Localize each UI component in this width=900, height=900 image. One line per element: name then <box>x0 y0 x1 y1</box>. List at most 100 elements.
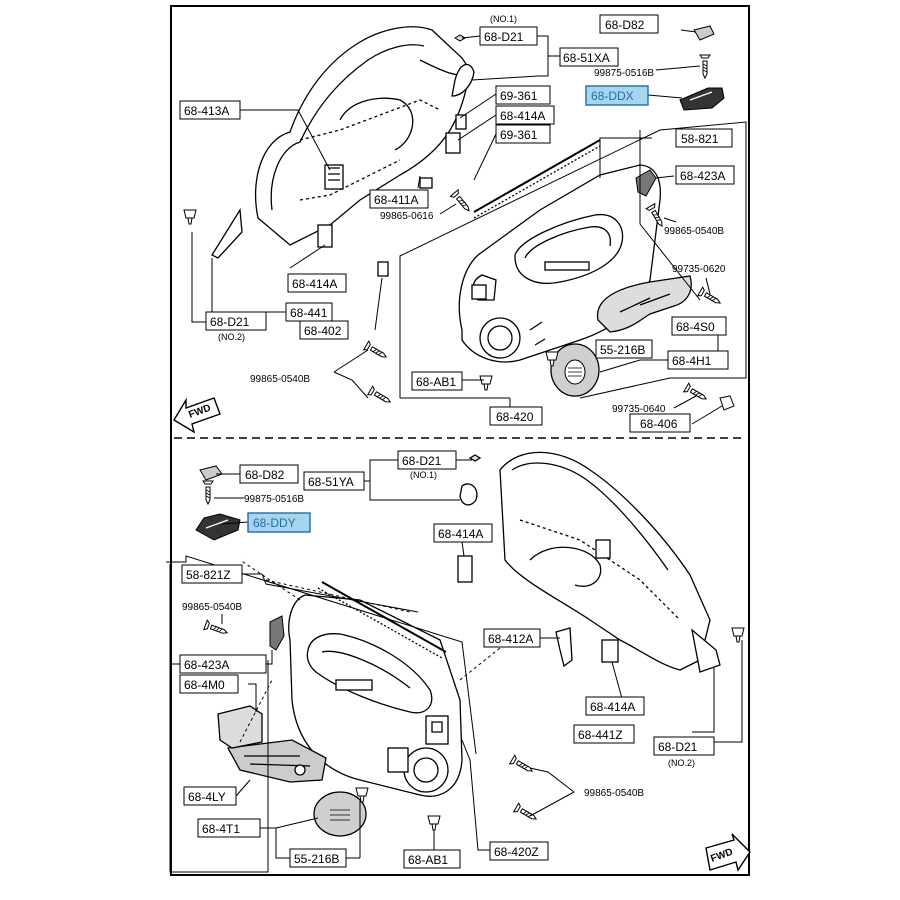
callout-99865-0616: 99865-0616 <box>380 211 434 222</box>
callout-box-68-420z <box>489 841 549 861</box>
callout-68-d21-no2-top: 68-D21 <box>210 315 250 329</box>
callout-68-d21-no2-bottom: 68-D21 <box>658 740 698 754</box>
callout-69-361-a: 69-361 <box>500 89 538 103</box>
callout-58-821z: 58-821Z <box>186 568 231 582</box>
callout-99735-0620: 99735-0620 <box>672 264 726 275</box>
top-cap-68-406 <box>719 395 735 411</box>
callout-box-68-414a-top1 <box>495 105 555 125</box>
bottom-screw-icon-3 <box>509 754 536 776</box>
callout-99735-0640: 99735-0640 <box>612 404 666 415</box>
callout-68-402: 68-402 <box>304 324 342 338</box>
callout-69-361-b: 69-361 <box>500 128 538 142</box>
callout-68-d82-bottom: 68-D82 <box>245 468 285 482</box>
callout-68-423a-bottom: 68-423A <box>184 658 229 672</box>
callout-68-4t1: 68-4T1 <box>202 822 240 836</box>
callout-box-68-4t1 <box>197 818 261 838</box>
callout-box-68-412a <box>483 628 541 648</box>
callout-68-414a-bottom1: 68-414A <box>438 527 483 541</box>
callout-box-58-821 <box>675 128 733 148</box>
callout-68-ddy: 68-DDY <box>253 516 296 530</box>
callout-box-58-821z <box>181 564 243 584</box>
callout-68-4ly: 68-4LY <box>188 790 226 804</box>
callout-box-55-216b-top <box>595 339 653 359</box>
callout-68-412a: 68-412A <box>488 632 533 646</box>
callout-box-68-4h1 <box>667 350 729 370</box>
callout-99875-0516b-bottom: 99875-0516B <box>244 494 304 505</box>
top-screw-icon-3 <box>449 189 474 215</box>
callout-99865-0540b-top-left: 99865-0540B <box>250 374 310 385</box>
callout-68-414a-bottom2: 68-414A <box>590 700 635 714</box>
top-callouts: (NO.1) 68-D21 68-51XA 68-D82 99875-0516B… <box>179 14 735 433</box>
bottom-handle-bezel <box>195 513 241 541</box>
top-armrest <box>596 275 692 333</box>
bottom-speaker-grille <box>313 791 367 837</box>
callout-68-d21-bottom-note: (NO.1) <box>410 470 437 480</box>
callout-68-51ya: 68-51YA <box>308 475 354 489</box>
callout-58-821: 58-821 <box>681 132 719 146</box>
callout-box-68-d21-top <box>479 26 538 46</box>
callout-99865-0540b-top-right: 99865-0540B <box>664 226 724 237</box>
top-screw-icon-4 <box>363 340 390 362</box>
callout-99865-0540b-bottom-left: 99865-0540B <box>182 602 242 613</box>
top-switch-cover <box>635 169 657 197</box>
callout-box-68-423a-top <box>675 165 735 185</box>
bottom-switch-cover <box>269 615 285 651</box>
callout-68-423a-top: 68-423A <box>680 169 725 183</box>
top-panel-bracket <box>399 121 747 410</box>
bottom-clip-icon <box>731 627 745 643</box>
bottom-pocket-4m0 <box>217 705 263 749</box>
bottom-door-shell <box>457 451 721 673</box>
callout-box-68-51xa <box>559 47 619 67</box>
callout-box-68-414a-bottom2 <box>585 696 645 716</box>
top-tweeter <box>451 34 475 97</box>
bottom-cap <box>199 465 223 481</box>
bottom-leader-lines <box>169 459 743 873</box>
top-clip-icon-2 <box>479 375 493 391</box>
top-door-trim-panel <box>458 139 662 363</box>
callout-68-411a: 68-411A <box>374 193 418 207</box>
callout-box-68-d21-no2-top <box>205 311 267 331</box>
callout-55-216b-bottom: 55-216B <box>294 852 339 866</box>
top-door-assembly <box>211 26 471 277</box>
bottom-screw-icon <box>202 480 214 505</box>
top-fwd-arrow-icon <box>173 397 221 434</box>
bottom-door-trim-panel <box>288 581 463 797</box>
callout-68-441z: 68-441Z <box>578 728 623 742</box>
callout-68-4m0: 68-4M0 <box>184 678 225 692</box>
bottom-clip-icon-2 <box>427 815 441 831</box>
callout-box-68-4s0 <box>671 316 727 336</box>
callout-box-68-413a <box>179 100 241 120</box>
top-speaker-grille <box>550 343 600 397</box>
callout-box-68-ab1-top <box>411 371 463 391</box>
callout-box-68-4m0 <box>179 674 239 694</box>
callout-box-68-4ly <box>183 786 237 806</box>
callout-68-d21-bottom: 68-D21 <box>402 454 442 468</box>
callout-box-68-441z <box>573 724 635 744</box>
callout-box-68-51ya <box>303 471 365 491</box>
callout-68-413a: 68-413A <box>184 104 229 118</box>
callout-68-51xa: 68-51XA <box>563 51 610 65</box>
bottom-screw-icon-2 <box>203 619 230 638</box>
callout-68-ddx: 68-DDX <box>591 89 634 103</box>
callout-68-420z: 68-420Z <box>494 845 539 859</box>
callout-box-69-361-b <box>495 124 551 144</box>
callout-68-d21-no1-note: (NO.1) <box>490 14 517 24</box>
callout-68-406: 68-406 <box>640 417 678 431</box>
callout-68-d21-no2-top-note: (NO.2) <box>218 332 245 342</box>
bottom-callouts: 68-D21 (NO.1) 68-D82 68-51YA 99875-0516B… <box>179 450 715 869</box>
callout-68-ab1-bottom: 68-AB1 <box>408 853 448 867</box>
top-clip-icon <box>183 209 197 225</box>
callout-68-414a-top1: 68-414A <box>500 109 545 123</box>
bottom-fwd-arrow-icon <box>705 833 751 872</box>
callout-99865-0540b-bottom-right: 99865-0540B <box>584 788 644 799</box>
callout-box-68-406 <box>629 413 691 433</box>
callout-box-68-ab1-bottom <box>403 849 461 869</box>
callout-box-68-420 <box>489 406 543 426</box>
top-screw-icon-2 <box>699 54 711 79</box>
callout-box-55-216b-bottom <box>289 848 347 868</box>
top-cap <box>693 25 715 41</box>
bottom-armrest <box>226 739 327 783</box>
callout-box-68-ddy-highlight <box>247 512 311 533</box>
